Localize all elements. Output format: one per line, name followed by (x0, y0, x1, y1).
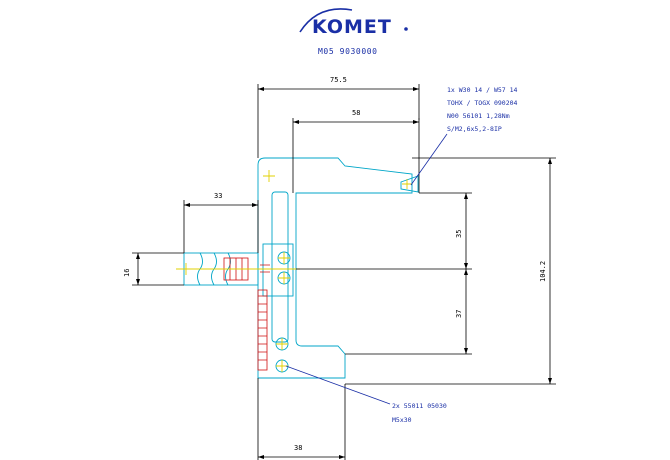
note-insert-line-4: S/M2,6x5,2-8IP (447, 125, 502, 133)
dimension-values: 75.5 58 33 16 35 37 104.2 38 (123, 76, 547, 452)
dim-58: 58 (352, 109, 360, 117)
cross-marks (180, 170, 412, 372)
insert-leader (410, 133, 448, 186)
dim-755-lines (257, 84, 420, 193)
screw-note: 2x 55011 05030 M5x30 (285, 365, 447, 424)
dim-37: 37 (455, 310, 463, 318)
dim-33: 33 (214, 192, 222, 200)
insert-note: 1x W30 14 / W57 14 TOHX / TOGX 090204 N0… (410, 86, 518, 186)
note-insert-line-1: 1x W30 14 / W57 14 (447, 86, 518, 94)
dimension-lines (132, 84, 556, 460)
screw-leader (285, 365, 391, 405)
scale-ticks (258, 295, 267, 361)
note-screw-line-2: M5x30 (392, 416, 412, 424)
dim-35: 35 (455, 230, 463, 238)
dim-33-lines (183, 200, 259, 253)
centerlines (176, 170, 412, 372)
dim-755: 75.5 (330, 76, 347, 84)
dim-58-lines (292, 118, 420, 193)
note-insert-line-2: TOHX / TOGX 090204 (447, 99, 518, 107)
dim-38-lines (257, 378, 346, 460)
holder-body-outline (257, 157, 413, 379)
adjust-block (262, 243, 294, 297)
dim-1042-lines (345, 157, 556, 385)
komet-logo: KOMET (299, 8, 408, 38)
note-insert-line-3: N00 56101 1,28Nm (447, 112, 510, 120)
clamp-slot (271, 191, 289, 343)
note-screw-line-1: 2x 55011 05030 (392, 402, 447, 410)
logo-registered-mark (404, 27, 408, 31)
dim-38: 38 (294, 444, 302, 452)
insert-seat (400, 175, 419, 193)
part-number: M05 9030000 (318, 47, 378, 56)
dim-16: 16 (123, 269, 131, 277)
part-outline (183, 157, 419, 379)
logo-swoosh (299, 8, 353, 33)
dim-35-37-lines (296, 192, 472, 355)
dim-1042: 104.2 (539, 261, 547, 282)
scale-strip (257, 289, 268, 371)
logo-text: KOMET (312, 16, 392, 38)
